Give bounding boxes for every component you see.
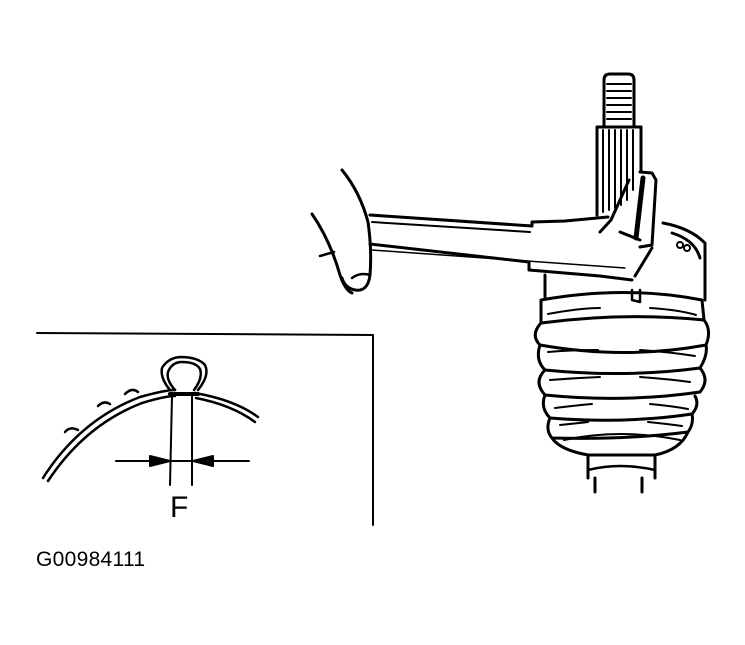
inset-detail [36, 332, 374, 526]
figure-id-label: G00984111 [36, 548, 146, 571]
hand-icon [310, 168, 373, 295]
caliper-beam-icon [368, 213, 654, 282]
clamp-band-icon [41, 355, 260, 483]
boot-clamp-icon [543, 221, 707, 304]
threaded-shaft-icon [595, 72, 643, 217]
dimension-F-marker [115, 395, 250, 486]
dimension-label-F: F [170, 491, 189, 524]
axle-assembly-drawing [310, 72, 711, 494]
caliper-jaw-icon [598, 170, 658, 249]
cv-boot-icon [533, 291, 711, 494]
inset-border [36, 332, 374, 526]
